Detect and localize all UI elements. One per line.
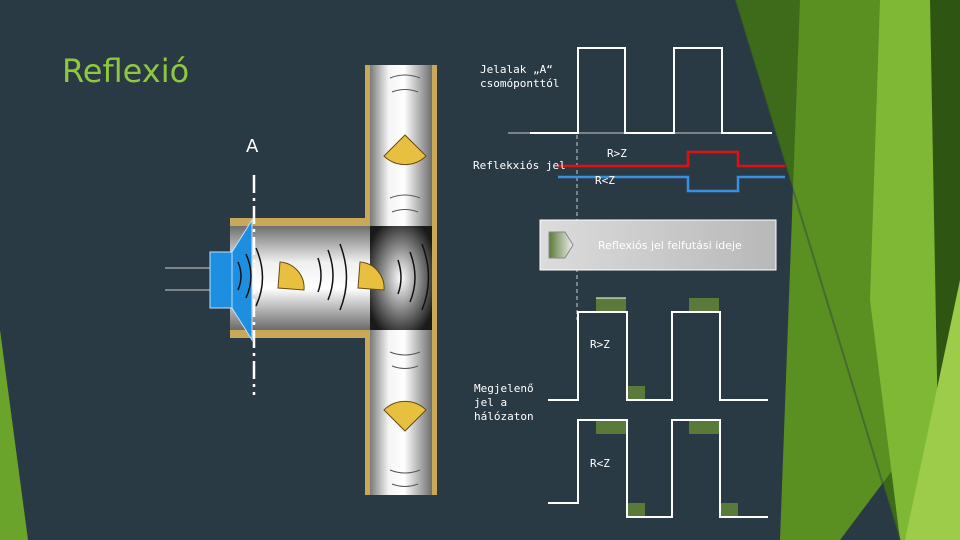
- r-lt-z-bottom-label: R<Z: [590, 457, 610, 470]
- appearing-signal-label: Megjelenő jel a hálózaton: [474, 382, 534, 423]
- result-signal-r-gt-z: [548, 297, 768, 401]
- speaker-icon: [165, 218, 253, 342]
- signals-from-a-label: Jelalak „A“ csomóponttól: [480, 63, 560, 90]
- square-wave-source: [530, 47, 772, 134]
- reflection-time-label: Reflexiós jel felfutási ideje: [598, 239, 742, 252]
- reflection-signal-label: Reflekxiós jel: [473, 159, 566, 172]
- wave-arcs-vertical: [389, 74, 421, 487]
- r-gt-z-top-label: R>Z: [607, 147, 627, 160]
- reflection-blue-signal: [558, 175, 785, 193]
- reflection-red-signal: [558, 150, 785, 168]
- slide-title: Reflexió: [62, 52, 190, 90]
- wave-fans-horizontal: [277, 261, 385, 291]
- wave-fans-vertical: [383, 134, 427, 432]
- wave-arcs-horizontal: [237, 243, 430, 311]
- result-signal-r-lt-z: [548, 419, 768, 518]
- r-lt-z-top-label: R<Z: [595, 174, 615, 187]
- decor-green-left: [0, 330, 28, 540]
- node-a-label: A: [246, 136, 259, 157]
- decor-green-shapes: [734, 0, 960, 540]
- reflection-time-box: [539, 219, 777, 271]
- r-gt-z-bottom-label: R>Z: [590, 338, 610, 351]
